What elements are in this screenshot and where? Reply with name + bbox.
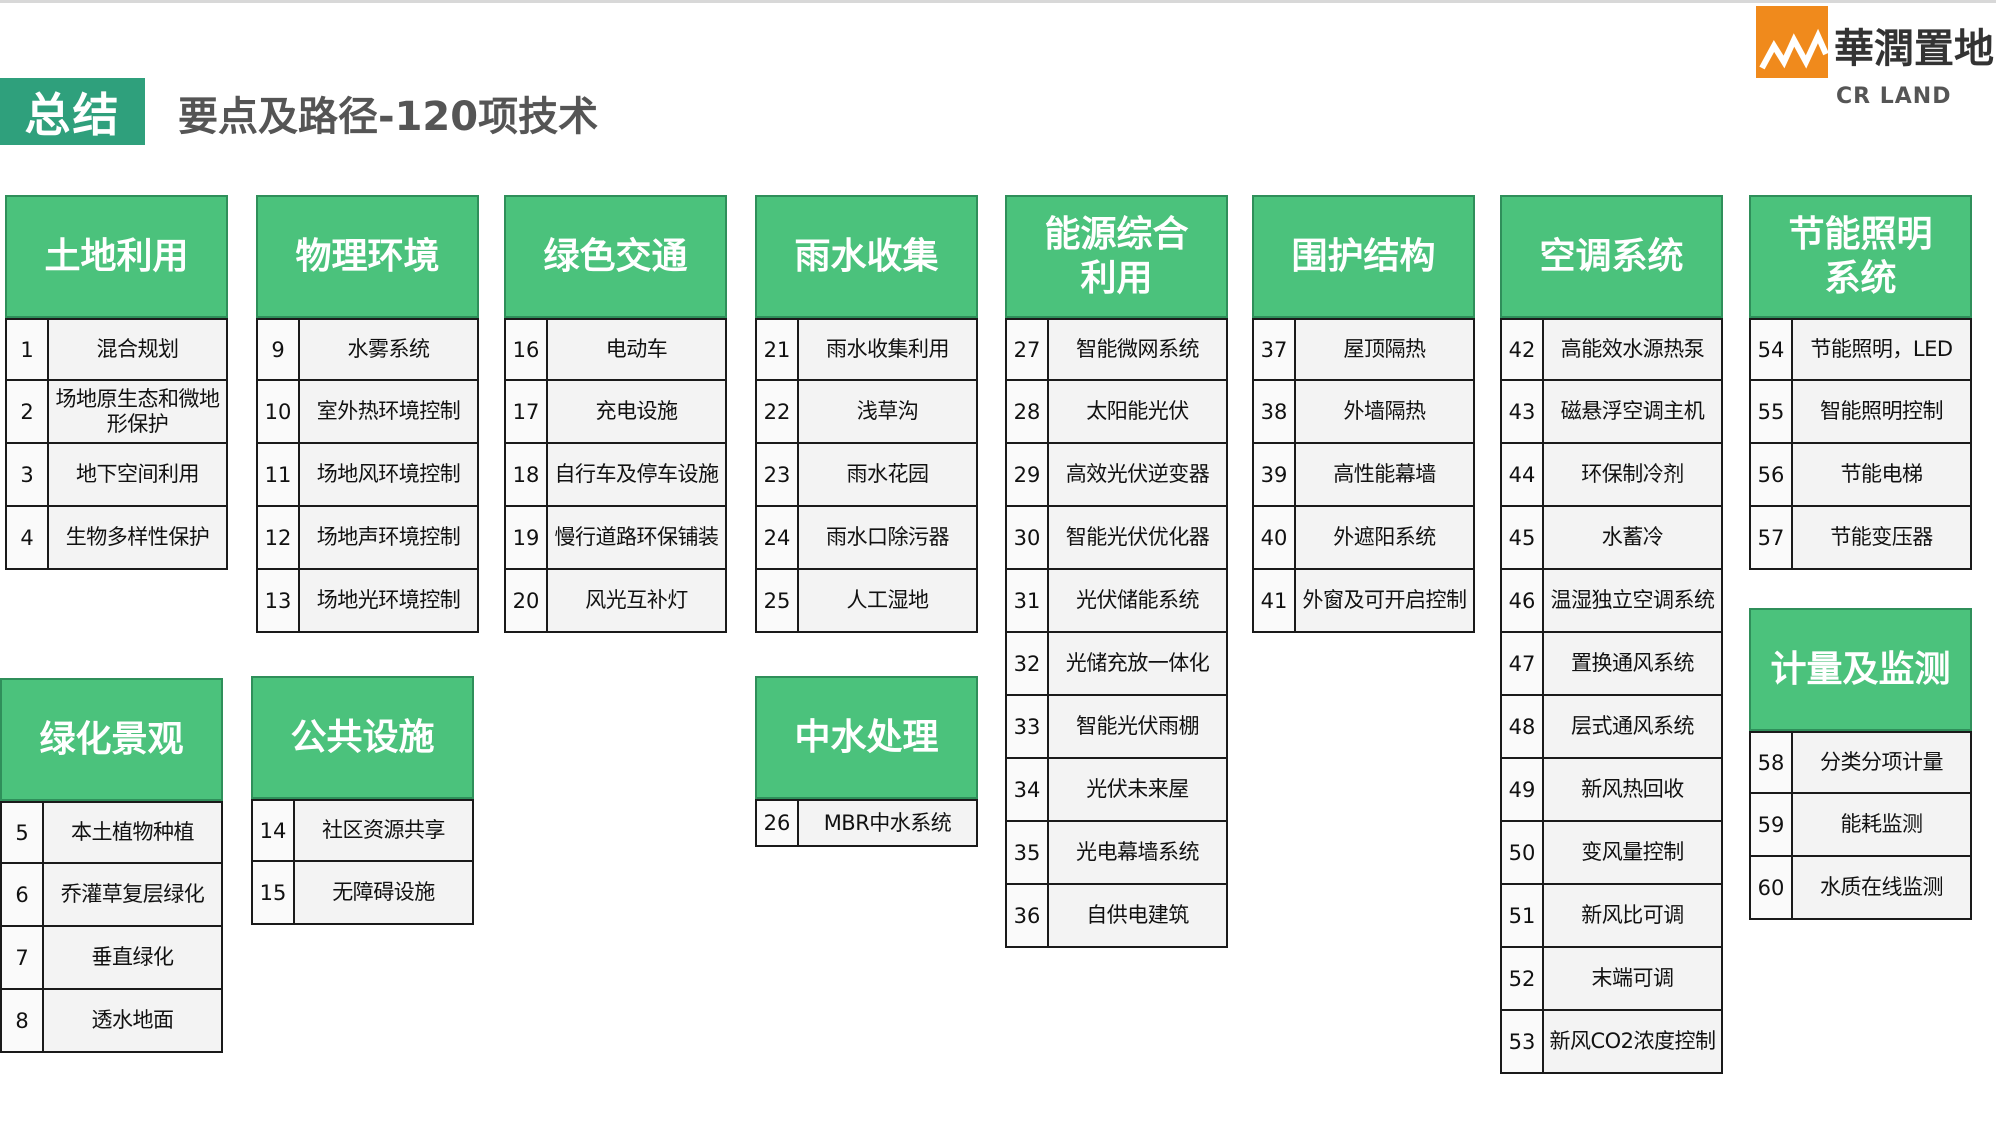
category-title: 计量及监测 [1749, 608, 1972, 731]
page-title: 要点及路径-120项技术 [178, 94, 599, 140]
logo-subtitle: CR LAND [1836, 84, 1952, 109]
category-title: 绿色交通 [504, 195, 727, 318]
category-title: 绿化景观 [0, 678, 223, 801]
top-divider [0, 0, 1996, 3]
summary-tag: 总结 [0, 78, 145, 145]
company-logo: 華潤置地 CR LAND [1756, 4, 1996, 114]
category-title: 雨水收集 [755, 195, 978, 318]
logo-mountain-icon [1756, 6, 1828, 78]
category-title: 中水处理 [755, 676, 978, 799]
category-title: 物理环境 [256, 195, 479, 318]
category-title: 土地利用 [5, 195, 228, 318]
category-title: 围护结构 [1252, 195, 1475, 318]
logo-text: 華潤置地 [1834, 25, 1994, 72]
category-title: 节能照明系统 [1749, 195, 1972, 318]
category-title: 空调系统 [1500, 195, 1723, 318]
category-title: 公共设施 [251, 676, 474, 799]
category-title: 能源综合利用 [1005, 195, 1228, 318]
